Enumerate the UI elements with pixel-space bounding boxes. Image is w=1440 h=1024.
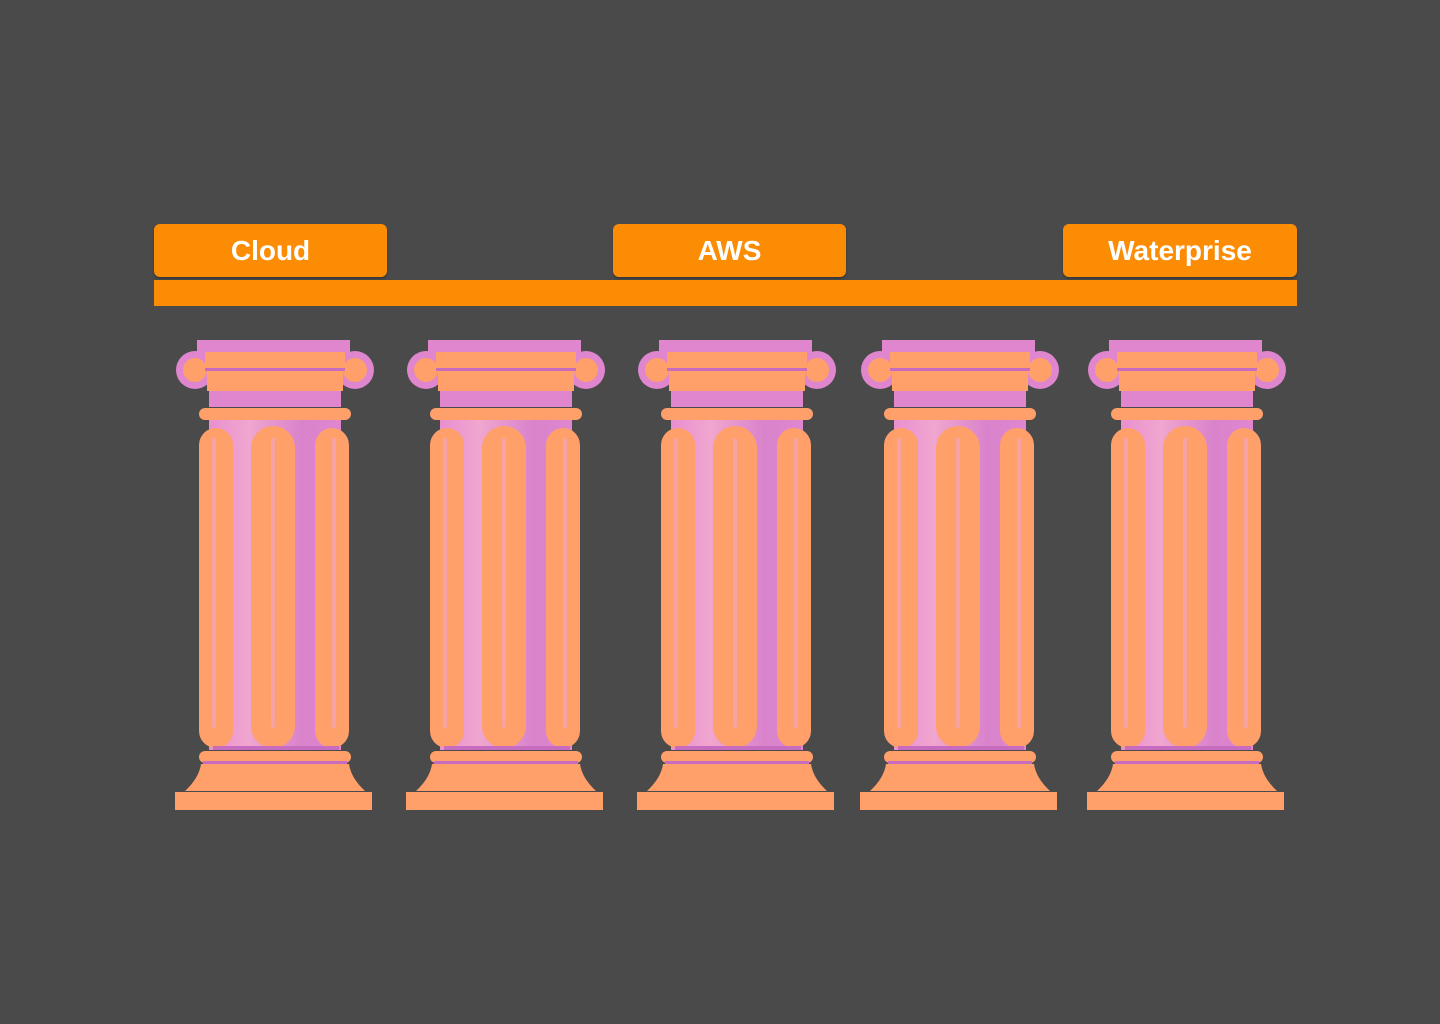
roof-beam [154,280,1297,306]
pillar-icon [175,338,375,812]
pillar-icon [860,338,1060,812]
pillar-icon [406,338,606,812]
label-cloud: Cloud [154,224,387,277]
pillar-icon [1087,338,1287,812]
label-aws: AWS [613,224,846,277]
pillar-icon [637,338,837,812]
label-waterprise: Waterprise [1063,224,1297,277]
